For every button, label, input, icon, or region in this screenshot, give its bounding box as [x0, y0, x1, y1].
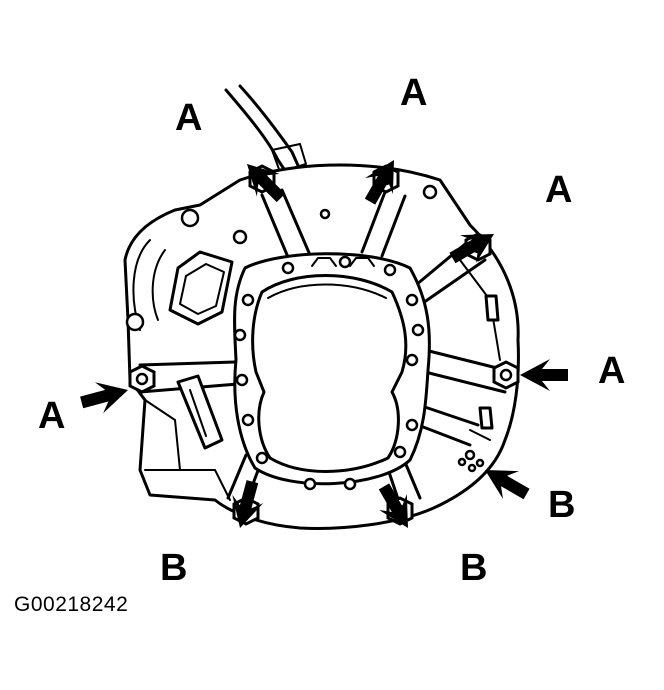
lower-left-web: [176, 374, 224, 450]
right-slot: [478, 294, 500, 430]
flange-holes: [233, 255, 425, 491]
arrow-b-bottom-right: [378, 483, 408, 528]
arrow-a-left: [80, 382, 128, 414]
arrow-a-top-left: [247, 164, 286, 203]
arrow-a-top-center: [364, 160, 394, 205]
callout-a-top-right: A: [545, 169, 572, 211]
callout-b-bottom-right: B: [460, 547, 487, 589]
callout-a-left: A: [38, 395, 65, 437]
callout-a-top-left: A: [175, 97, 202, 139]
callout-arrows: [80, 160, 568, 528]
gasket-flange: [233, 252, 431, 486]
callout-labels: A A A A A B B B: [38, 72, 625, 589]
arrow-a-right: [520, 359, 568, 391]
callout-b-bottom-left: B: [160, 547, 187, 589]
figure-id: G00218242: [14, 593, 129, 616]
arrow-b-bottom-left: [232, 480, 264, 528]
callout-b-right: B: [548, 484, 575, 526]
arrow-a-top-right: [449, 234, 494, 264]
housing-details: [180, 184, 485, 473]
callout-a-right: A: [598, 350, 625, 392]
bolt-a-right: [492, 360, 520, 390]
side-sensor: [125, 250, 234, 332]
callout-a-top-center: A: [400, 72, 427, 114]
arrow-b-right: [485, 470, 530, 500]
bolt-a-left: [128, 364, 156, 394]
